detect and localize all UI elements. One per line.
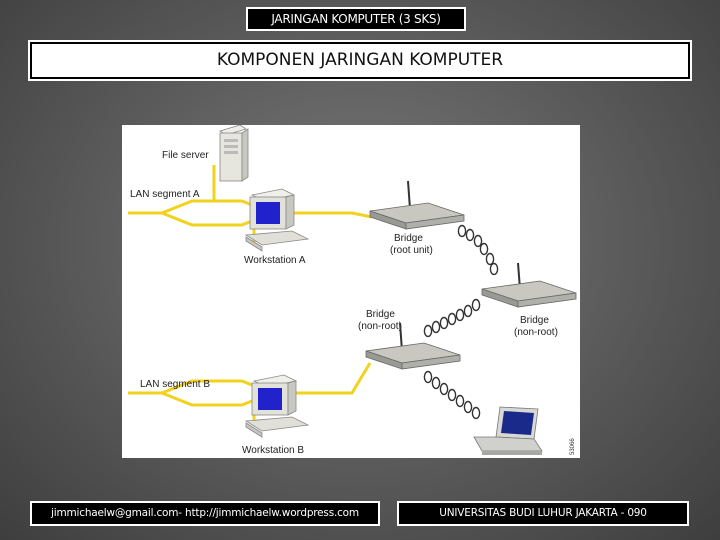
bridge-nonroot-left-icon <box>365 322 461 370</box>
bridge-nonroot-right-label-2: (non-root) <box>514 327 558 338</box>
network-diagram: File server LAN segment A Workstation A … <box>122 125 580 458</box>
bridge-root-icon <box>369 180 465 230</box>
network-diagram-svg: File server LAN segment A Workstation A … <box>128 125 577 456</box>
lan-segment-b-label: LAN segment B <box>140 379 210 390</box>
file-server-label: File server <box>162 150 209 161</box>
figure-id: 53066 <box>570 438 576 455</box>
bridge-nonroot-left-label-1: Bridge <box>366 309 395 320</box>
laptop-icon <box>473 406 543 455</box>
bridge-root-label-2: (root unit) <box>390 245 433 256</box>
workstation-a-icon <box>244 188 310 252</box>
footer-institution: UNIVERSITAS BUDI LUHUR JAKARTA - 090 <box>397 501 689 526</box>
lan-segment-a-label: LAN segment A <box>130 189 200 200</box>
workstation-a-label: Workstation A <box>244 255 306 266</box>
bridge-nonroot-right-label-1: Bridge <box>520 315 549 326</box>
workstation-b-label: Workstation B <box>242 445 304 456</box>
slide-title: KOMPONEN JARINGAN KOMPUTER <box>30 42 690 79</box>
bridge-nonroot-right-icon <box>481 262 577 308</box>
file-server-icon <box>219 125 249 182</box>
bridge-root-label-1: Bridge <box>394 233 423 244</box>
bridge-nonroot-left-label-2: (non-root) <box>358 321 402 332</box>
footer-contact: jimmichaelw@gmail.com- http://jimmichael… <box>30 501 380 526</box>
wireless-link-icon <box>423 370 481 420</box>
wireless-link-icon <box>423 298 481 338</box>
lan-segment-b-lines <box>128 362 372 425</box>
workstation-b-icon <box>244 374 310 438</box>
wireless-link-icon <box>457 224 499 276</box>
course-title: JARINGAN KOMPUTER (3 SKS) <box>246 7 466 31</box>
